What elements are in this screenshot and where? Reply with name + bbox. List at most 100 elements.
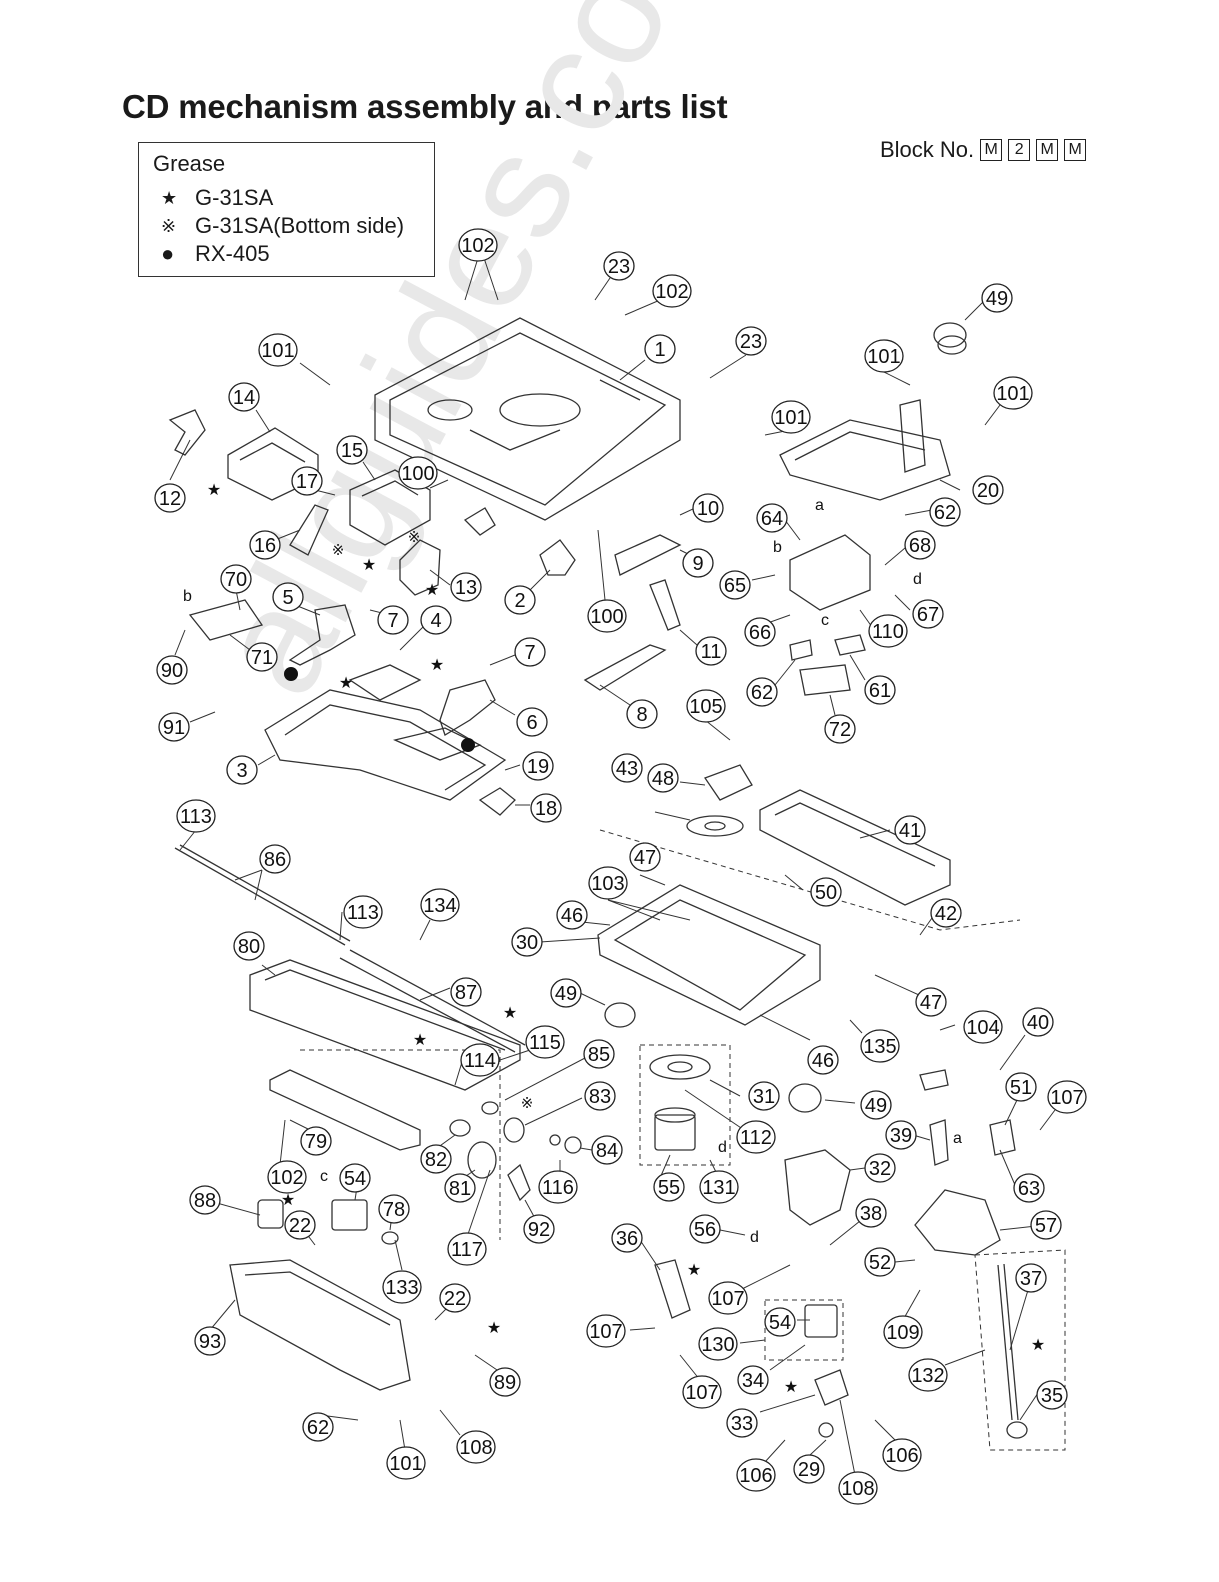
callout-bubble [611,1223,643,1253]
callout-bubble [458,228,498,262]
callout-number: 78 [383,1199,405,1221]
callout-number: 22 [289,1215,311,1237]
callout-number: 40 [1027,1012,1049,1034]
callout-number: 131 [702,1177,735,1199]
callout-89: 89 [489,1367,521,1397]
callout-112: 112 [736,1120,776,1154]
callout-62: 62 [302,1412,334,1442]
callout-62: 62 [929,497,961,527]
callout-number: 42 [935,903,957,925]
callout-bubble [860,1029,900,1063]
block-code-3: M [1036,139,1059,161]
callout-bubble [525,1025,565,1059]
callout-bubble [378,1194,410,1224]
callout-number: 8 [636,704,647,726]
callout-number: 15 [341,440,363,462]
callout-bubble [450,977,482,1007]
callout-bubble [864,1153,896,1183]
legend-item-label: G-31SA [195,185,274,210]
callout-19: 19 [522,751,554,781]
star-icon: ★ [425,580,439,599]
connection-letter-b: b [773,539,782,556]
callout-107: 107 [682,1375,722,1409]
callout-number: 135 [863,1036,896,1058]
callout-number: 16 [254,535,276,557]
callout-bubble [343,895,383,929]
callout-number: 12 [159,488,181,510]
callout-62: 62 [746,677,778,707]
callout-13: 13 [450,572,482,602]
callout-103: 103 [588,866,628,900]
callout-number: 11 [701,641,722,663]
star-icon: ★ [413,1030,427,1049]
callout-number: 108 [459,1437,492,1459]
part-outlines [168,317,1028,1439]
star-icon: ★ [503,1003,517,1022]
callout-number: 36 [616,1228,638,1250]
connection-letter-a: a [953,1130,962,1147]
callout-bubble [764,1307,796,1337]
callout-bubble [771,400,811,434]
callout-87: 87 [450,977,482,1007]
callout-84: 84 [591,1135,623,1165]
callout-number: 34 [742,1370,764,1392]
callout-bubble [386,1446,426,1480]
callout-bubble [586,1314,626,1348]
callout-bubble [300,1126,332,1156]
callout-32: 32 [864,1153,896,1183]
callout-14: 14 [228,382,260,412]
callout-bubble [1036,1380,1068,1410]
callout-1: 1 [644,334,676,364]
callout-bubble [398,456,438,490]
callout-49: 49 [860,1090,892,1120]
callout-bubble [156,655,188,685]
callout-number: 132 [911,1365,944,1387]
callout-113: 113 [176,799,216,833]
connection-letter-c: c [821,612,829,629]
star-icon: ★ [487,1318,501,1337]
callout-number: 41 [899,820,921,842]
callout-bubble [302,1412,334,1442]
star-icon: ★ [784,1377,798,1396]
reference-mark-icon: ※ [161,215,177,236]
callout-30: 30 [511,927,543,957]
callout-108: 108 [838,1471,878,1505]
callout-114: 114 [460,1043,500,1077]
callout-93: 93 [194,1326,226,1356]
callout-number: 109 [886,1322,919,1344]
callout-number: 7 [524,642,535,664]
callout-number: 117 [451,1239,483,1261]
callout-number: 47 [634,847,656,869]
callout-bubble [584,1081,616,1111]
callout-7: 7 [514,637,546,667]
callout-61: 61 [864,675,896,705]
callout-54: 54 [339,1163,371,1193]
callout-102: 102 [652,274,692,308]
callout-number: 107 [589,1321,622,1343]
callout-bubble [176,799,216,833]
callout-number: 50 [815,882,837,904]
callout-number: 106 [739,1465,772,1487]
connection-letter-a: a [815,497,824,514]
callout-bubble [1005,1072,1037,1102]
callout-bubble [860,1090,892,1120]
callout-bubble [737,1365,769,1395]
callout-115: 115 [525,1025,565,1059]
callout-81: 81 [444,1173,476,1203]
callout-bubble [1015,1263,1047,1293]
callout-113: 113 [343,895,383,929]
callout-88: 88 [189,1185,221,1215]
callout-86: 86 [259,844,291,874]
callout-102: 102 [267,1160,307,1194]
callout-35: 35 [1036,1380,1068,1410]
callout-bubble [339,1163,371,1193]
reference-mark-icon: ※ [332,541,345,559]
callout-number: 64 [761,508,783,530]
callout-number: 38 [860,1203,882,1225]
block-code-2: 2 [1008,139,1031,161]
callout-92: 92 [523,1214,555,1244]
callout-number: 104 [966,1017,999,1039]
